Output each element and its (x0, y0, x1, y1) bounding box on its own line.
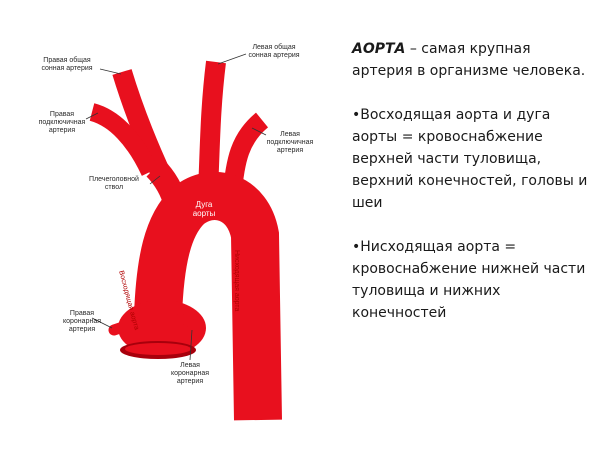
aorta-illustration (85, 53, 282, 421)
label-right-common-carotid: Правая общая сонная артерия (41, 57, 93, 72)
label-brachiocephalic: Плечеголовной ствол (89, 176, 139, 191)
label-right-subclavian: Правая подключичная артерия (38, 111, 86, 134)
leader-left-subclavian (251, 127, 267, 136)
description-panel: АОРТА – самая крупная артерия в организм… (352, 38, 592, 346)
label-left-common-carotid: Левая общая сонная артерия (248, 44, 300, 59)
term-aorta: АОРТА (352, 41, 406, 57)
definition-text: – самая крупная артерия в организме чело… (352, 41, 586, 79)
leader-right-subclavian (85, 112, 99, 120)
leader-left-common-carotid (217, 53, 247, 65)
leader-right-common-carotid (99, 68, 122, 75)
definition-paragraph: АОРТА – самая крупная артерия в организм… (352, 38, 592, 82)
left-coronary-artery (175, 313, 205, 337)
aortic-root-opening-inner (125, 343, 191, 355)
label-aortic-arch: Дуга аорты (192, 200, 216, 218)
label-right-coronary: Правая коронарная артерия (62, 310, 102, 333)
right-coronary-artery (108, 318, 138, 336)
left-common-carotid-artery (198, 60, 226, 191)
leader-left-coronary (189, 329, 193, 361)
aorta-diagram: Правая общая сонная артерия Левая общая … (38, 44, 314, 421)
label-descending-aorta: Нисходящая аорта (233, 250, 240, 312)
leader-brachiocephalic (149, 175, 161, 185)
leader-lines (85, 53, 267, 361)
aortic-root (118, 300, 206, 356)
point-ascending: •Восходящая аорта и дуга аорты = кровосн… (352, 107, 588, 211)
point-descending: •Нисходящая аорта = кровоснабжение нижне… (352, 239, 586, 321)
leader-right-coronary (91, 317, 113, 329)
aorta-arch-body (134, 172, 282, 421)
label-left-subclavian: Левая подключичная артерия (266, 131, 314, 154)
label-left-coronary: Левая коронарная артерия (170, 362, 210, 385)
right-subclavian-artery (89, 103, 159, 176)
